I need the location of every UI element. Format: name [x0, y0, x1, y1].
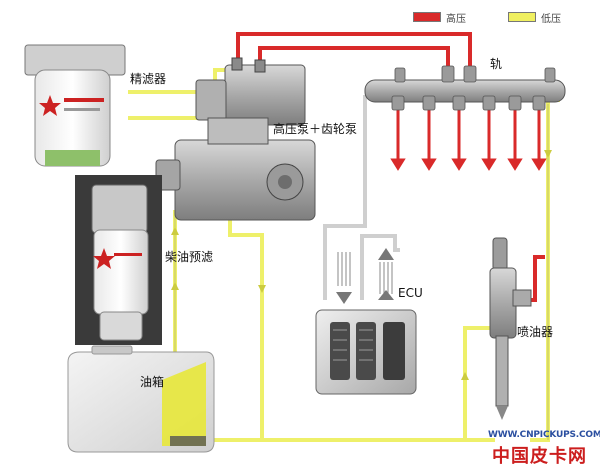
ecu-unit: [315, 309, 417, 395]
ecu-signal-arrows: [336, 248, 394, 304]
watermark-url: WWW.CNPICKUPS.COM: [488, 430, 600, 440]
ecu-output-arrow: [378, 248, 394, 260]
legend-label-low-pressure: 低压: [541, 14, 561, 25]
ecu-input-arrow: [336, 292, 352, 304]
watermark-name: 中国皮卡网: [492, 446, 587, 467]
fuel-rail: [364, 65, 566, 111]
pre-filter-label: 柴油预滤: [165, 250, 214, 264]
high-pressure-pump: [155, 57, 316, 221]
pre-filter: [75, 175, 162, 345]
injector: [489, 237, 532, 420]
legend-swatch-high-pressure: [413, 12, 441, 22]
rail-label: 轨: [490, 57, 503, 71]
fine-filter: [24, 44, 126, 167]
fuel-tank: [67, 345, 215, 453]
flow-arrows: [171, 150, 552, 380]
rail-outlet-arrows: [390, 108, 547, 171]
ecu-label: ECU: [398, 286, 423, 300]
tank-label: 油箱: [140, 375, 165, 389]
return-lines: [323, 95, 400, 300]
legend-label-high-pressure: 高压: [446, 14, 466, 25]
fine-filter-label: 精滤器: [130, 72, 167, 86]
pump-label: 高压泵＋齿轮泵: [273, 122, 358, 136]
injector-label: 喷油器: [517, 325, 554, 339]
legend-swatch-low-pressure: [508, 12, 536, 22]
